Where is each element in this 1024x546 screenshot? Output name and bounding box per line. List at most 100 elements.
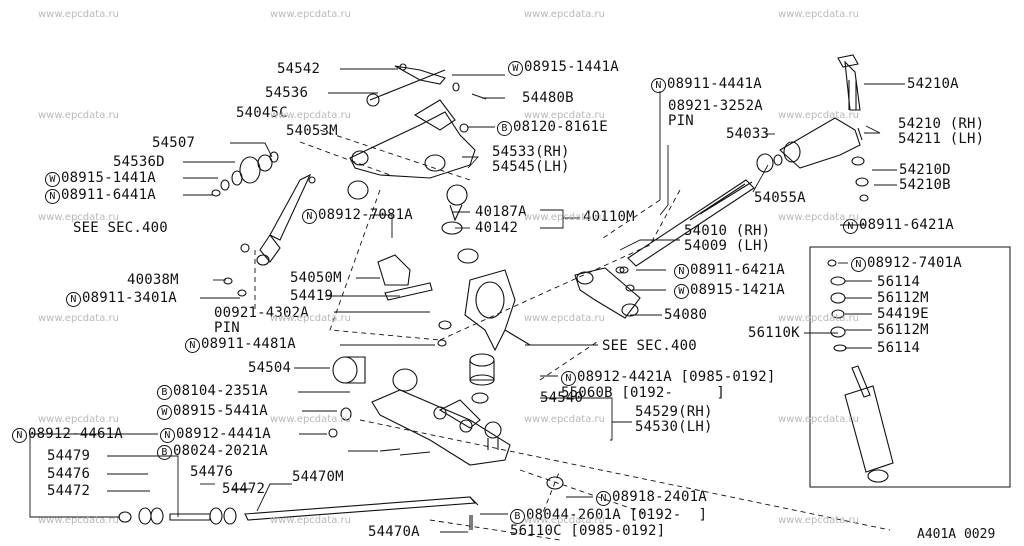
strut-rod [118,476,564,530]
bolt-symbol: B [510,509,525,524]
watermark: www.epcdata.ru [778,313,859,324]
watermark: www.epcdata.ru [270,9,351,20]
washer-symbol: W [157,405,172,420]
part-54536D: 54536D [113,154,165,170]
watermark: www.epcdata.ru [778,110,859,121]
watermark: www.epcdata.ru [38,9,119,20]
part-54210A: 54210A [907,76,959,92]
bolt-symbol: B [157,385,172,400]
bolt-symbol: B [157,445,172,460]
lower-ball-joint [469,353,502,450]
part-54419: 54419 [290,288,334,304]
nut-symbol: N [160,428,175,443]
part-56110K: 56110K [748,325,800,341]
part-08921-3252A: 08921-3252A PIN [668,98,763,129]
part-56114-b: 56114 [877,340,921,356]
shock-kit-box [809,246,1011,488]
dashed-guides [254,129,891,541]
part-54533-54545: 54533(RH) 54545(LH) [492,144,570,175]
tie-rod-assembly [627,54,869,267]
nut-symbol: N [45,189,60,204]
part-54080: 54080 [664,307,708,323]
part-54504: 54504 [248,360,292,376]
part-54210D: 54210D [899,162,951,178]
part-54010-54009: 54010 (RH) 54009 (LH) [684,223,771,254]
watermark: www.epcdata.ru [778,9,859,20]
part-54472-b: 54472 [222,481,266,497]
watermark: www.epcdata.ru [270,414,351,425]
nut-symbol: N [596,491,611,506]
see-sec-400-a[interactable]: SEE SEC.400 [73,220,168,236]
nut-symbol: N [302,209,317,224]
watermark: www.epcdata.ru [778,212,859,223]
watermark: www.epcdata.ru [778,414,859,425]
nut-symbol: N [12,428,27,443]
watermark: www.epcdata.ru [38,212,119,223]
watermark: www.epcdata.ru [270,110,351,121]
part-54470A: 54470A [368,524,420,540]
stabilizer-link [223,173,316,297]
part-40187A: 40187A [475,204,527,220]
part-54476-b: 54476 [190,464,234,480]
lower-control-arm [371,389,511,466]
part-54476: 54476 [47,466,91,482]
part-54479: 54479 [47,448,91,464]
diagram-code: A401A 0029 [917,527,996,542]
watermark: www.epcdata.ru [38,110,119,121]
nut-symbol: N [66,292,81,307]
nut-symbol: N [843,219,858,234]
watermark: www.epcdata.ru [38,515,119,526]
bolt-symbol: B [497,121,512,136]
nut-symbol: N [851,257,866,272]
idler-arm [574,266,641,319]
part-00921-4302A: 00921-4302A PIN [214,305,309,336]
part-56112M-b: 56112M [877,322,929,338]
watermark: www.epcdata.ru [524,9,605,20]
part-54055A: 54055A [754,190,806,206]
part-54419E: 54419E [877,306,929,322]
part-56114: 56114 [877,274,921,290]
part-56112M: 56112M [877,290,929,306]
watermark: www.epcdata.ru [270,313,351,324]
part-40038M: 40038M [127,272,179,288]
part-54540: 54540 [540,390,584,406]
part-54542: 54542 [277,61,321,77]
see-sec-400-b[interactable]: SEE SEC.400 [602,338,697,354]
watermark: www.epcdata.ru [38,313,119,324]
watermark: www.epcdata.ru [38,414,119,425]
upper-control-arm [211,63,487,264]
watermark: www.epcdata.ru [524,313,605,324]
part-54536: 54536 [265,85,309,101]
part-54033: 54033 [726,126,770,142]
watermark: www.epcdata.ru [524,414,605,425]
nut-symbol: N [561,371,576,386]
nut-symbol: N [674,264,689,279]
watermark: www.epcdata.ru [524,515,605,526]
washer-symbol: W [45,172,60,187]
part-54480B: 54480B [522,90,574,106]
shock-absorber [827,259,894,483]
part-54507: 54507 [152,135,196,151]
part-54053M: 54053M [286,123,338,139]
part-54050M: 54050M [290,270,342,286]
steering-knuckle [437,266,625,352]
washer-symbol: W [674,284,689,299]
part-40142: 40142 [475,220,519,236]
watermark: www.epcdata.ru [524,110,605,121]
part-54210B: 54210B [899,177,951,193]
